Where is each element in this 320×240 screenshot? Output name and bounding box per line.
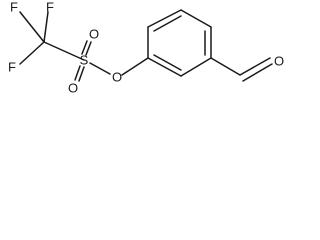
bond-ring-cho [210,57,241,76]
atom-label-o-aldehyde: O [274,53,284,68]
ring-inner-bond-c [153,54,182,71]
bond-s-o-top-b [85,41,92,56]
atom-label-f2: F [46,0,54,14]
ring-bond-5 [180,57,212,77]
structure-canvas: F F F S O O O O [0,0,292,112]
bond-o-ring [121,57,149,76]
bond-s-o-ester [89,62,111,75]
bond-s-o-top-a [81,40,88,55]
bond-c-f3 [19,41,45,65]
bond-c-o-aldehyde-a [239,57,271,76]
atom-label-f3: F [8,59,16,74]
ring-bond-6 [147,57,182,77]
bond-s-o-bottom-b [78,66,85,82]
bond-c-f2 [43,11,49,43]
ring-inner-bond-a [153,15,182,32]
atom-label-f1: F [10,0,18,14]
bond-c-s [43,41,85,61]
chemical-structure-diagram: F F F S O O O O [8,0,284,95]
ring-bond-2 [147,9,182,28]
bond-s-o-bottom-a [74,65,81,81]
bond-c-f1 [19,11,45,43]
atom-label-o-ester: O [112,69,122,84]
atom-label-o-sulfonyl-bottom: O [68,80,78,95]
atom-label-o-sulfonyl-top: O [89,26,99,41]
bond-c-o-aldehyde-b [242,63,273,82]
atom-label-s: S [80,52,89,67]
ring-bond-3 [180,9,212,28]
